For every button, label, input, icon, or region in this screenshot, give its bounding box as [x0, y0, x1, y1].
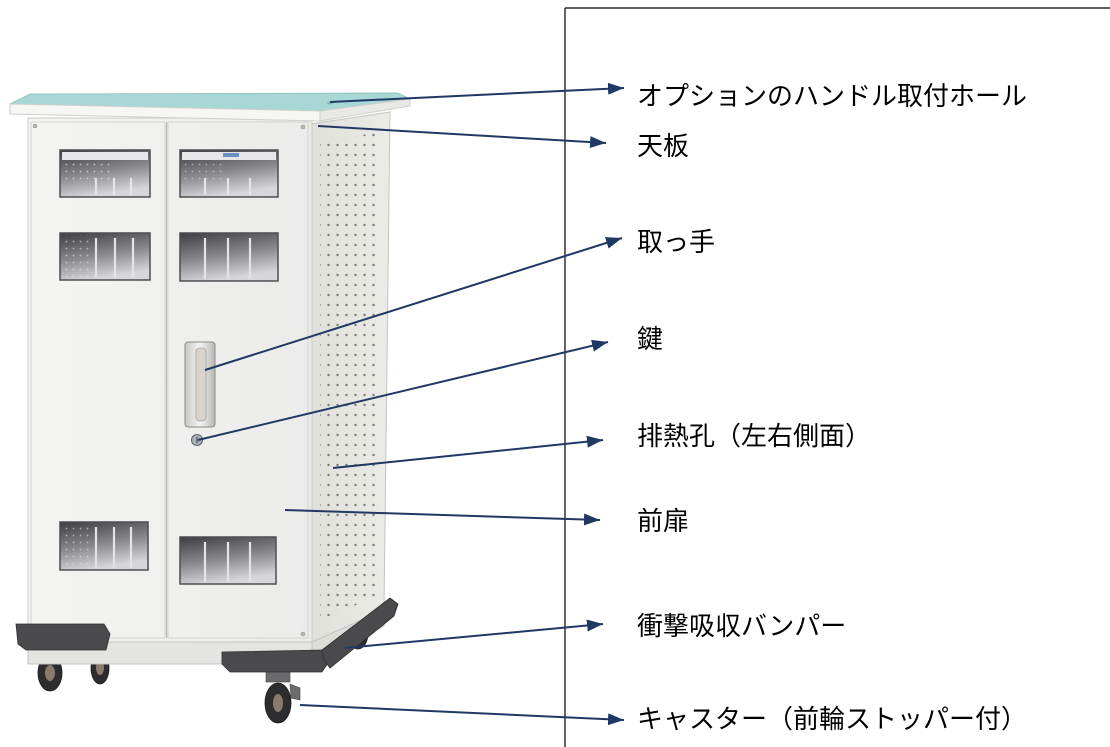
callout-label-caster: キャスター（前輪ストッパー付）: [637, 705, 1028, 734]
callout-label-top-board: 天板: [637, 132, 690, 161]
top-board-side-edge: [319, 98, 411, 122]
callout-arrow-top-board: [317, 125, 607, 149]
cabinet-illustration: [9, 92, 412, 724]
door-screw: [300, 124, 306, 130]
caster-front-right: [264, 669, 301, 724]
window-slot: [179, 232, 279, 282]
brand-logo: [223, 153, 239, 157]
window-slot: [59, 232, 151, 281]
callout-arrow-door-handle: [204, 237, 623, 371]
callout-label-handle-mount-hole: オプションのハンドル取付ホール: [637, 82, 1028, 111]
bumper-front-right: [221, 649, 331, 673]
callout-label-front-door: 前扉: [637, 507, 690, 536]
window-slot: [179, 149, 279, 198]
callout-frame: [564, 7, 1110, 747]
key-lock: [191, 434, 203, 446]
callout-arrows: [197, 82, 625, 726]
callout-arrow-key: [197, 339, 609, 441]
top-board: [9, 92, 412, 122]
callout-label-key: 鍵: [637, 325, 664, 354]
callout-arrow-caster: [299, 704, 625, 726]
door-screw: [32, 123, 38, 129]
bumper-front-left: [15, 623, 111, 651]
callout-arrow-front-door: [284, 509, 601, 526]
bumper-side: [321, 597, 399, 669]
vent-perforations: [320, 132, 380, 622]
callout-arrow-bumper: [344, 619, 604, 649]
right-door: [167, 121, 309, 639]
door-handle: [184, 341, 216, 428]
door-screw: [300, 631, 306, 637]
callout-label-door-handle: 取っ手: [637, 228, 716, 257]
callout-arrow-handle-mount-hole: [329, 82, 625, 103]
window-slot: [59, 149, 151, 198]
window-slot: [59, 521, 149, 571]
caster-stopper: [289, 683, 301, 701]
callout-arrow-vent-holes: [332, 435, 604, 469]
callout-label-vent-holes: 排熱孔（左右側面）: [637, 422, 872, 451]
window-slot: [179, 536, 277, 585]
callout-label-bumper: 衝撃吸収バンパー: [637, 612, 847, 641]
